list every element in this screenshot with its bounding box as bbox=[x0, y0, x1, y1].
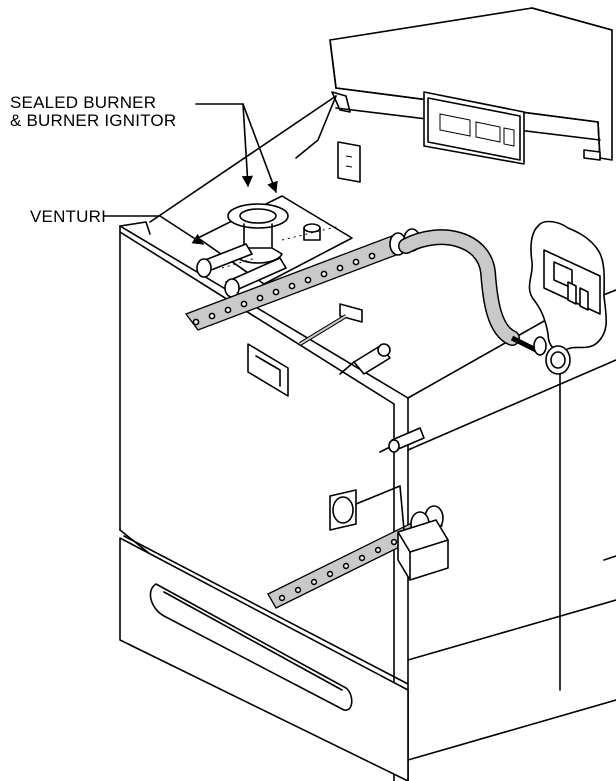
sealed-burner-callout: SEALED BURNER & BURNER IGNITOR bbox=[10, 94, 176, 130]
sealed-burner-label-line1: SEALED BURNER bbox=[10, 93, 157, 112]
control-panel bbox=[329, 7, 613, 165]
pressure-regulator bbox=[528, 220, 608, 352]
rear-wire bbox=[295, 95, 337, 159]
oven-regulator-box bbox=[397, 519, 449, 581]
rear-connector bbox=[337, 141, 361, 183]
panel-knob bbox=[583, 149, 601, 161]
oven-sensor bbox=[298, 303, 363, 346]
edge-ignitor bbox=[339, 343, 425, 453]
door-latch bbox=[247, 343, 289, 397]
venturi-callout: VENTURI bbox=[30, 207, 107, 226]
drawer-handle bbox=[149, 583, 353, 711]
lower-manifold bbox=[267, 485, 449, 609]
display-window bbox=[423, 91, 525, 165]
sealed-burner-label-line2: & BURNER IGNITOR bbox=[10, 111, 177, 130]
venturi-tubes bbox=[196, 243, 287, 298]
storage-drawer bbox=[119, 535, 409, 781]
ignitor bbox=[303, 223, 321, 233]
sealed-burner bbox=[197, 195, 353, 285]
gas-hose bbox=[398, 229, 547, 356]
